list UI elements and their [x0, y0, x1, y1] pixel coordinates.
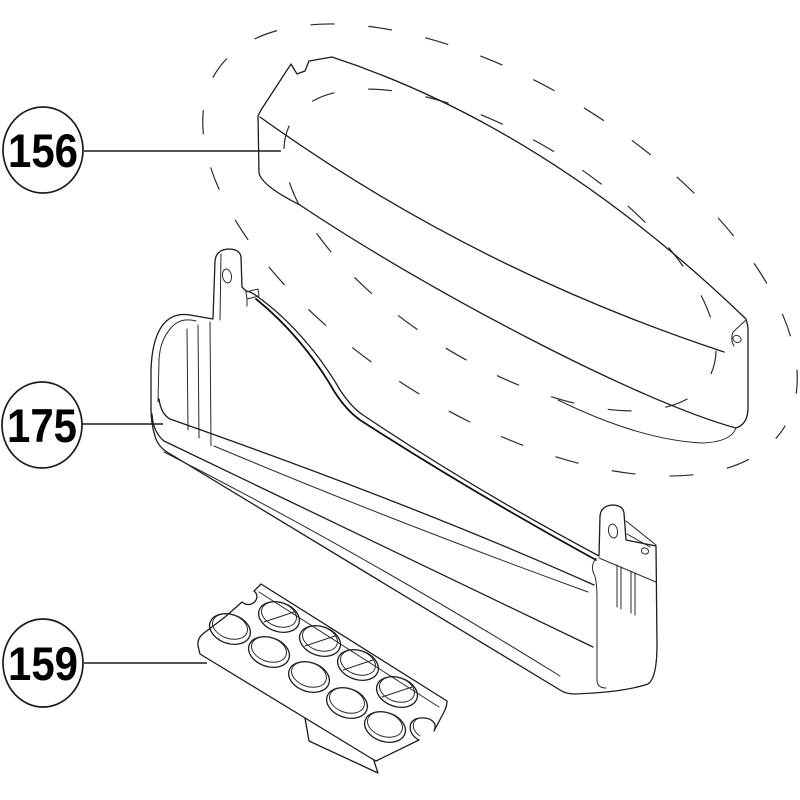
tray-front-skirt: [304, 717, 379, 774]
bin-left-tab-inner-edge: [219, 253, 222, 321]
part-egg-tray: [197, 583, 448, 774]
bin-right-pin-icon: [640, 547, 650, 555]
tray-hole: [325, 687, 369, 719]
tray-hole: [247, 636, 291, 668]
bin-rim-inner-edge: [158, 398, 595, 586]
tray-holes-front-row: [208, 613, 407, 743]
dashed-outline-inner: [283, 88, 717, 412]
tray-hole-slashed: [375, 676, 419, 708]
bin-left-wall-rib: [186, 328, 189, 431]
callout-balloon-156: [2, 106, 84, 194]
callout-156: 156: [2, 106, 281, 194]
bin-back-wall-top-edge: [255, 298, 597, 561]
bin-left-wall-inner-edge: [157, 319, 197, 403]
callout-159: 159: [2, 618, 207, 708]
bin-right-end-rim-passthrough: [598, 557, 657, 583]
part-door-shelf-cover: [257, 56, 749, 444]
tray-hole: [208, 613, 252, 645]
bin-left-tab-hole-icon: [221, 268, 233, 284]
tray-notch-collar: [412, 717, 421, 737]
bin-floor-inner-edge: [213, 445, 589, 593]
cover-outline: [257, 56, 749, 429]
tray-hole: [287, 661, 331, 693]
callout-balloon-175: [1, 381, 83, 469]
callout-label-159: 159: [8, 637, 78, 690]
callout-label-156: 156: [8, 124, 78, 177]
callout-175: 175: [1, 381, 163, 469]
bin-rim-outer-edge: [151, 413, 594, 648]
tray-outline: [197, 583, 448, 762]
cover-bottom-flange: [557, 399, 737, 444]
bin-right-gusset: [625, 520, 657, 548]
cover-top-ridge: [259, 116, 725, 353]
bin-left-wall-rib: [197, 324, 200, 439]
dashed-reference-outline: [202, 23, 798, 477]
bin-outline: [150, 248, 658, 695]
tray-hole-slashed: [298, 625, 342, 657]
tray-hole-slashed: [257, 601, 301, 633]
callout-balloon-159: [2, 618, 84, 708]
cover-pin-icon: [732, 334, 742, 344]
bin-left-wall-rib: [209, 321, 212, 447]
callout-label-175: 175: [7, 399, 77, 452]
bin-right-tab-hole-icon: [607, 523, 619, 539]
tray-hole-slashed: [336, 649, 380, 681]
dashed-outline-outer: [202, 23, 798, 477]
tray-hole: [363, 711, 407, 743]
bin-front-face-ridge: [163, 451, 561, 677]
bin-left-clip: [245, 288, 260, 307]
cover-end-cap-edge: [731, 319, 747, 347]
bin-right-end-wall-edge: [591, 557, 607, 689]
tray-holes-back-row: [257, 601, 419, 708]
part-door-shelf-bin: [150, 248, 658, 695]
